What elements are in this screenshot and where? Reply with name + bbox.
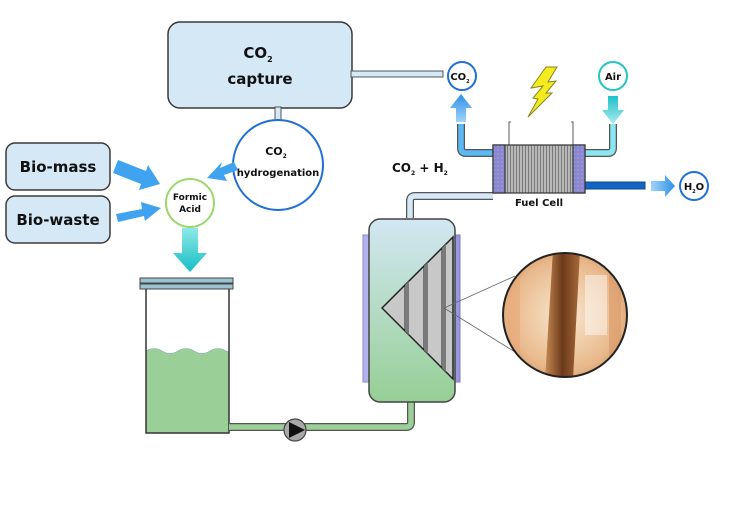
gas-stream-label: CO2 + H2 [392,161,448,177]
arrow-biomass-to-formic [113,160,160,190]
co2-hydrogenation-node: CO2 hydrogenation [232,119,324,211]
arrow-air-in [602,96,624,124]
biowaste-box: Bio-waste [5,195,111,244]
svg-text:CO2: CO2 [450,72,470,85]
svg-text:CO2: CO2 [265,145,287,160]
co2-capture-label: capture [227,70,292,88]
catalyst-bed [380,235,454,381]
catalytic-reactor [362,218,461,403]
pipe-capture-to-hydrogenation [274,106,282,121]
co2-out-main: CO [450,72,466,83]
arrow-hydrogenation-to-formic [207,162,238,181]
pipe-capture-to-co2 [350,70,444,78]
formic-acid-line2: Acid [179,205,201,215]
h2o-o: O [696,182,705,193]
pump-icon [283,418,307,442]
svg-text:H2O: H2O [684,182,704,195]
gas-pipe [406,192,493,218]
catalyst-close-up [502,252,628,378]
hydrogenation-co: CO [265,145,282,158]
fuel-cell-label: Fuel Cell [515,198,563,209]
co2-out-sub: 2 [466,79,470,85]
arrow-h2o-out [651,175,675,197]
air-input-node: Air [598,61,628,91]
co2-capture-co: CO [243,44,267,62]
co2-capture-sub: 2 [267,55,273,64]
hydrogenation-label: hydrogenation [237,168,320,179]
formic-acid-tank [139,277,234,434]
formic-acid-node: Formic Acid [165,178,215,228]
fuel-cell: Fuel Cell [457,121,646,209]
h2o-sub: 2 [692,189,696,195]
co2-output-node: CO2 [447,61,477,91]
hydrogenation-sub: 2 [283,153,287,160]
tank-liquid [145,348,230,434]
arrow-co2-out [450,94,472,122]
svg-text:CO2: CO2 [243,44,272,64]
liquid-pipe [229,398,415,431]
co2-capture-box: CO2 capture [167,21,353,109]
air-label: Air [605,72,621,83]
biowaste-label: Bio-waste [16,211,99,229]
arrow-biowaste-to-formic [116,202,161,222]
magnifier-line-top [443,275,516,309]
magnifier-line-bottom [443,307,516,353]
arrow-formic-to-tank [173,228,207,272]
lightning-bolt-icon [527,66,558,118]
h2o-output-node: H2O [679,171,709,201]
biomass-label: Bio-mass [20,158,97,176]
formic-acid-line1: Formic [173,193,207,203]
h2o-h: H [684,182,692,193]
biomass-box: Bio-mass [5,142,111,191]
